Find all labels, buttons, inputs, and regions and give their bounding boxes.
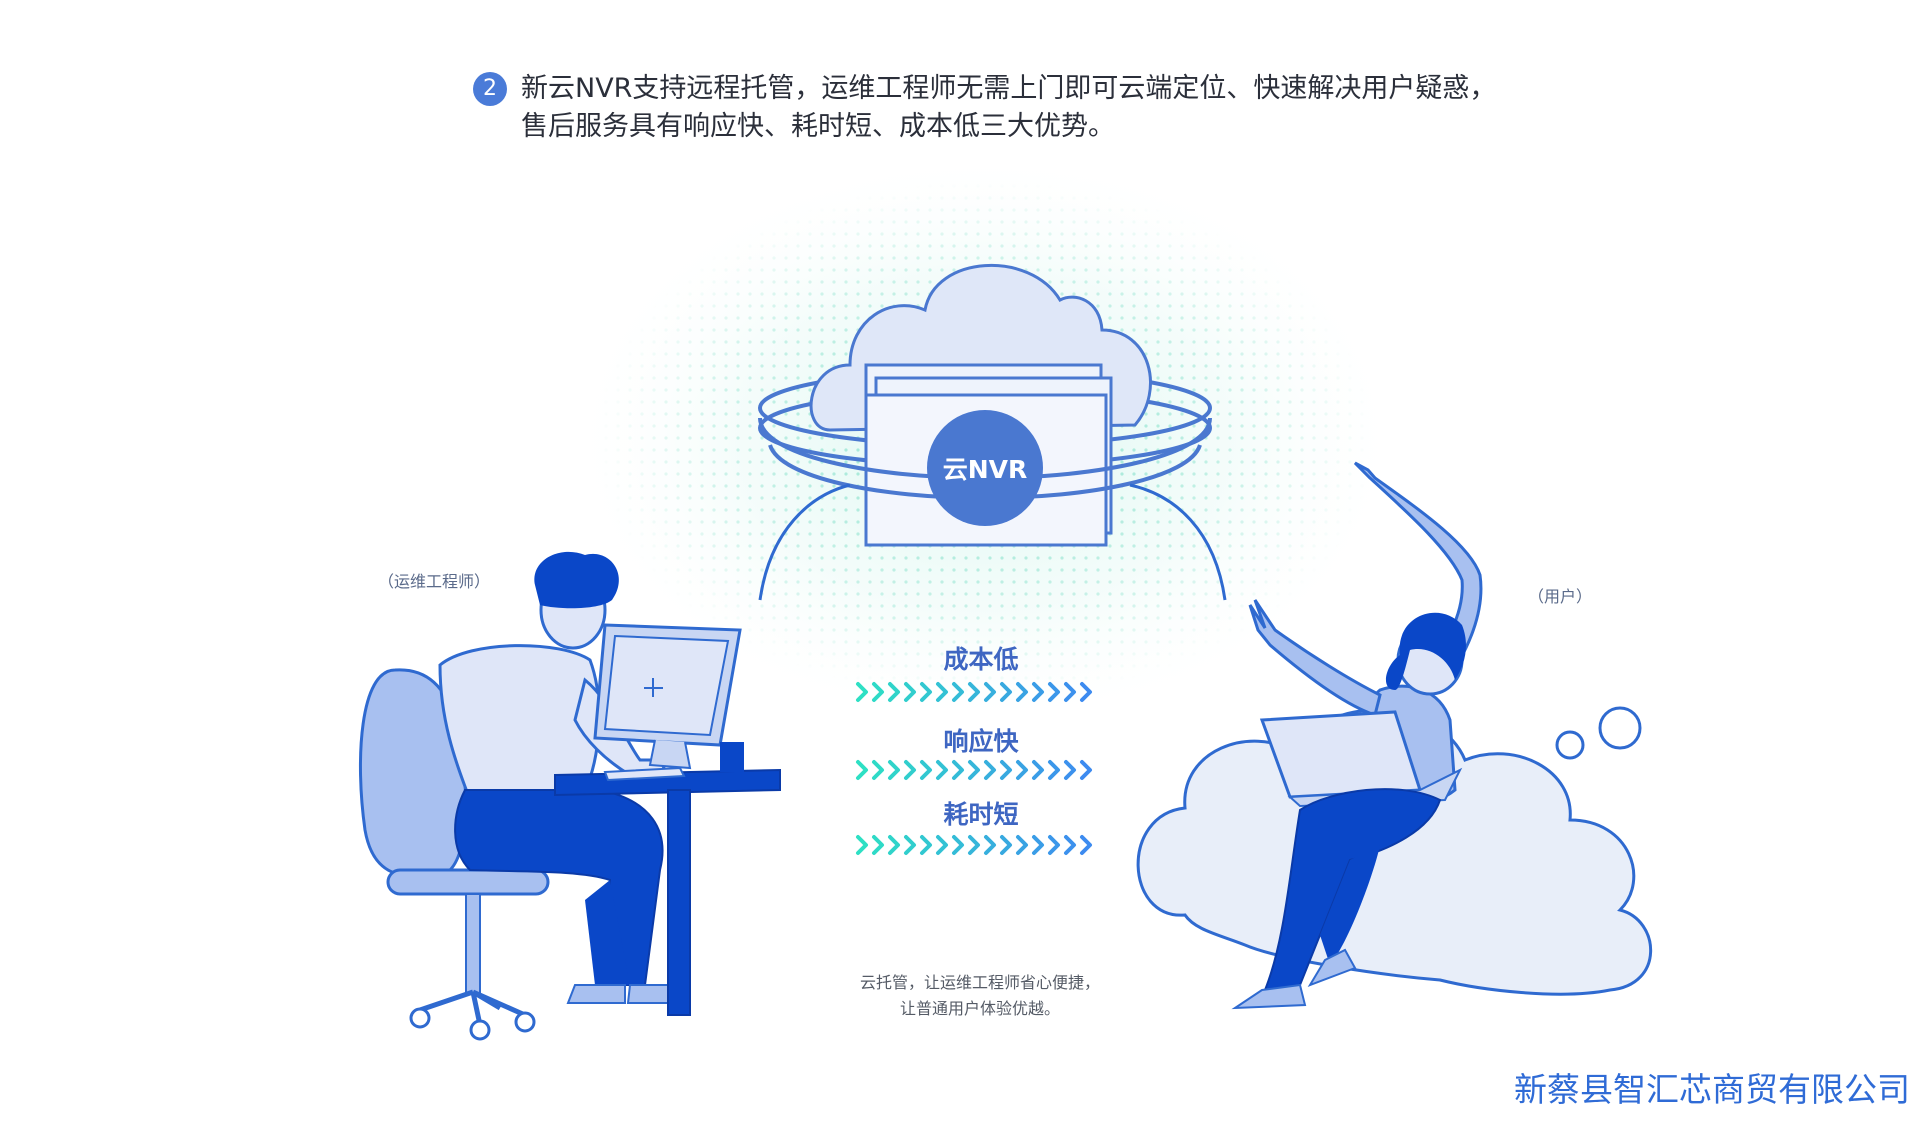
chevron-icon: [920, 835, 932, 855]
chevron-icon: [968, 835, 980, 855]
chevron-icon: [888, 835, 900, 855]
intro-line-1: 新云NVR支持远程托管，运维工程师无需上门即可云端定位、快速解决用户疑惑，: [521, 73, 1497, 104]
chevron-icon: [872, 760, 884, 780]
chevron-icon: [1000, 760, 1012, 780]
chevron-icon: [1016, 760, 1028, 780]
chevron-icon: [904, 835, 916, 855]
chevron-icon: [888, 760, 900, 780]
advantage-label-response: 响应快: [943, 727, 1019, 756]
engineer-illustration: [358, 551, 781, 1041]
step-number-badge: 2: [473, 72, 507, 106]
intro-text: 新云NVR支持远程托管，运维工程师无需上门即可云端定位、快速解决用户疑惑， 售后…: [521, 70, 1601, 146]
chevron-icon: [856, 835, 868, 855]
chevron-icon: [936, 835, 948, 855]
chevron-icon: [1032, 835, 1044, 855]
chevron-icon: [920, 682, 932, 702]
chevron-icon: [904, 682, 916, 702]
engineer-tag: （运维工程师）: [378, 572, 491, 591]
chevron-icon: [1064, 682, 1076, 702]
chevron-icon: [1016, 835, 1028, 855]
chevron-icon: [968, 682, 980, 702]
chevron-icon: [936, 760, 948, 780]
chevron-icon: [1048, 682, 1060, 702]
chevron-icon: [952, 760, 964, 780]
chevron-icon: [856, 682, 868, 702]
caption-line-2: 让普通用户体验优越。: [899, 999, 1060, 1018]
chevron-icon: [1080, 682, 1092, 702]
chevron-icon: [1032, 682, 1044, 702]
chevron-icon: [1048, 835, 1060, 855]
chevron-icon: [952, 682, 964, 702]
chevron-icon: [968, 760, 980, 780]
user-tag: （用户）: [1528, 587, 1593, 606]
intro-line-2: 售后服务具有响应快、耗时短、成本低三大优势。: [521, 111, 1115, 142]
chevron-icon: [952, 835, 964, 855]
chevron-icon: [1016, 682, 1028, 702]
chevron-icon: [1064, 835, 1076, 855]
chevron-icon: [936, 682, 948, 702]
chevron-icon: [872, 682, 884, 702]
company-name: 新蔡县智汇芯商贸有限公司: [1514, 1070, 1910, 1109]
chevron-icon: [1000, 835, 1012, 855]
chevron-icon: [888, 682, 900, 702]
chevron-icon: [984, 682, 996, 702]
chevron-icon: [1080, 760, 1092, 780]
user-illustration: [1136, 461, 1653, 1010]
chevron-icon: [1032, 760, 1044, 780]
caption: 云托管，让运维工程师省心便捷， 让普通用户体验优越。: [780, 970, 1180, 1022]
chevron-icon: [872, 835, 884, 855]
chevron-icon: [1000, 682, 1012, 702]
advantage-label-duration: 耗时短: [943, 800, 1019, 829]
chevron-icon: [984, 760, 996, 780]
chevron-icon: [984, 835, 996, 855]
advantage-arrows: [856, 682, 1092, 855]
chevron-icon: [920, 760, 932, 780]
caption-line-1: 云托管，让运维工程师省心便捷，: [859, 973, 1100, 992]
chevron-icon: [904, 760, 916, 780]
cloud-nvr-label: 云NVR: [943, 455, 1028, 484]
arrow-row: [856, 760, 1092, 780]
chevron-icon: [1048, 760, 1060, 780]
arrow-row: [856, 682, 1092, 702]
chevron-icon: [856, 760, 868, 780]
chevron-icon: [1080, 835, 1092, 855]
cloud-nvr-icon: [758, 263, 1227, 601]
chevron-icon: [1064, 760, 1076, 780]
arrow-row: [856, 835, 1092, 855]
advantage-label-cost: 成本低: [943, 645, 1019, 674]
